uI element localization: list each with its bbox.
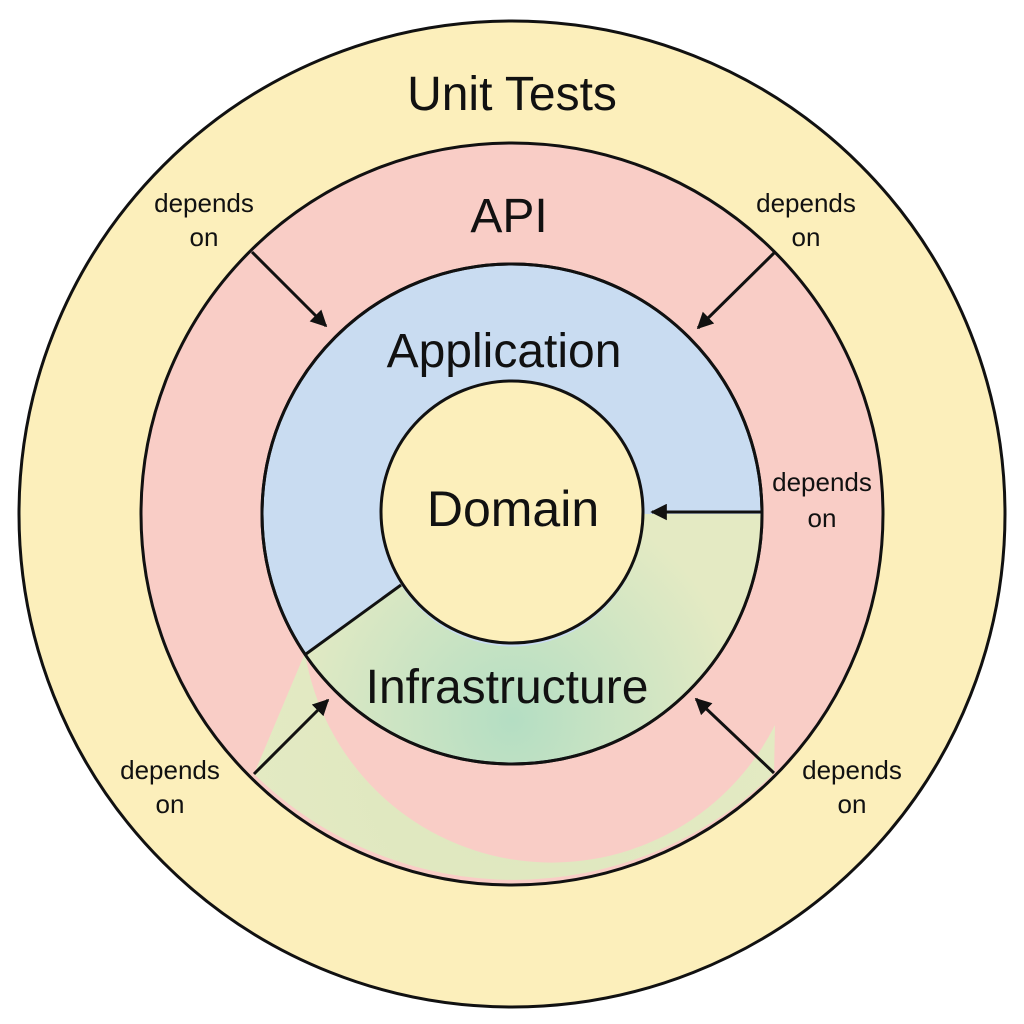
svg-text:depends: depends <box>154 188 254 218</box>
svg-text:depends: depends <box>772 467 872 497</box>
svg-text:on: on <box>190 222 219 252</box>
dependency-arrow-bottom-left <box>252 698 330 776</box>
dependency-label-bottom-left: depends on <box>120 755 220 819</box>
dependency-label-top-left: depends on <box>154 188 254 252</box>
infrastructure-divider <box>305 583 402 656</box>
svg-text:on: on <box>156 789 185 819</box>
domain-label: Domain <box>427 481 599 537</box>
svg-text:depends: depends <box>756 188 856 218</box>
api-label: API <box>470 190 547 243</box>
dependency-arrow-top-right <box>696 251 776 330</box>
infrastructure-label: Infrastructure <box>366 661 649 714</box>
svg-text:on: on <box>838 789 867 819</box>
application-label: Application <box>387 325 622 378</box>
domain-core <box>379 379 645 645</box>
svg-text:depends: depends <box>120 755 220 785</box>
svg-text:on: on <box>792 222 821 252</box>
dependency-label-bottom-right: depends on <box>802 755 902 819</box>
svg-text:on: on <box>808 503 837 533</box>
dependency-label-top-right: depends on <box>756 188 856 252</box>
infrastructure-outer-band <box>254 653 775 880</box>
dependency-label-middle-right: depends on <box>772 467 872 533</box>
svg-text:depends: depends <box>802 755 902 785</box>
dependency-arrow-bottom-right <box>694 697 776 775</box>
dependency-arrow-top-left <box>250 250 328 328</box>
unit-tests-label: Unit Tests <box>407 68 617 121</box>
infrastructure-sector <box>306 514 762 763</box>
